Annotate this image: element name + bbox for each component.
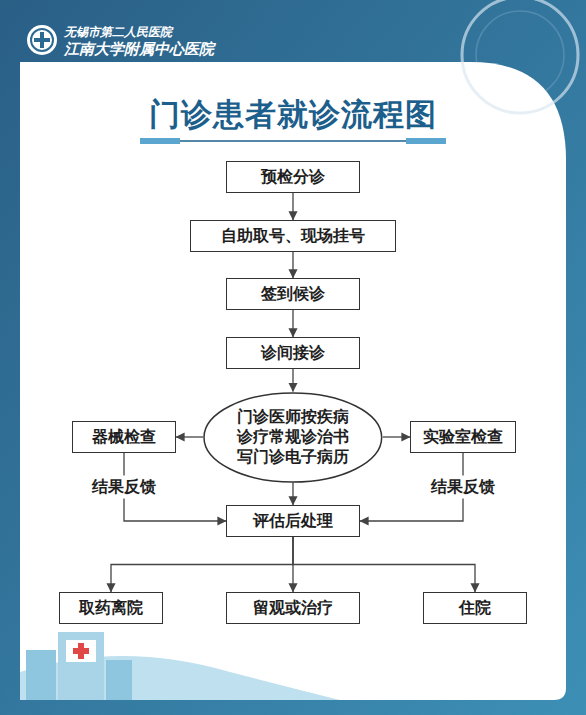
flow-arrow (292, 252, 293, 278)
flow-arrow (292, 369, 293, 392)
node-text: 门诊医师按疾病 诊疗常规诊治书 写门诊电子病历 (234, 407, 352, 467)
process-box: 取药离院 (59, 592, 163, 624)
node-text: 签到候诊 (261, 284, 325, 304)
edge-label: 结果反馈 (427, 476, 499, 499)
node-text: 住院 (459, 598, 491, 618)
red-cross (73, 648, 89, 654)
process-box: 预检分诊 (226, 161, 360, 193)
process-box: 评估后处理 (226, 505, 360, 537)
process-box: 诊间接诊 (226, 337, 360, 369)
process-ellipse: 门诊医师按疾病 诊疗常规诊治书 写门诊电子病历 (203, 392, 383, 483)
process-box: 签到候诊 (226, 278, 360, 310)
building (106, 660, 132, 700)
process-box: 留观或治疗 (226, 592, 360, 624)
hospital-name: 无锡市第二人民医院 (64, 24, 172, 41)
flow-arrow (111, 537, 293, 592)
node-text: 取药离院 (79, 598, 143, 618)
logo-emblem (34, 38, 50, 42)
flow-arrow (292, 193, 293, 220)
title-underline (140, 140, 446, 142)
hospital-sign (66, 640, 96, 662)
node-text: 自助取号、现场挂号 (221, 226, 365, 246)
title-underline (140, 138, 180, 144)
building (58, 632, 104, 700)
node-text: 诊间接诊 (261, 343, 325, 363)
node-text: 评估后处理 (253, 511, 333, 531)
process-box: 自助取号、现场挂号 (190, 220, 396, 252)
flow-arrow (383, 436, 410, 437)
logo-emblem (31, 29, 53, 51)
building (26, 650, 56, 700)
edge-label: 结果反馈 (88, 476, 160, 499)
node-text: 实验室检查 (423, 427, 503, 447)
hospital-name: 江南大学附属中心医院 (64, 40, 214, 59)
process-box: 住院 (423, 592, 527, 624)
process-box: 实验室检查 (410, 421, 516, 453)
logo-emblem (27, 25, 57, 55)
flow-arrow (293, 537, 475, 592)
ellipse-outline (204, 393, 382, 482)
seal-watermark (462, 0, 578, 113)
flow-arrow (292, 310, 293, 337)
white-panel (20, 62, 566, 700)
node-text: 器械检查 (92, 427, 156, 447)
title-underline (406, 138, 446, 144)
flow-arrow (176, 436, 203, 437)
flow-arrow (292, 483, 293, 506)
node-text: 留观或治疗 (253, 598, 333, 618)
node-text: 预检分诊 (261, 167, 325, 187)
diagram-title: 门诊患者就诊流程图 (0, 94, 586, 136)
process-box: 器械检查 (72, 421, 176, 453)
